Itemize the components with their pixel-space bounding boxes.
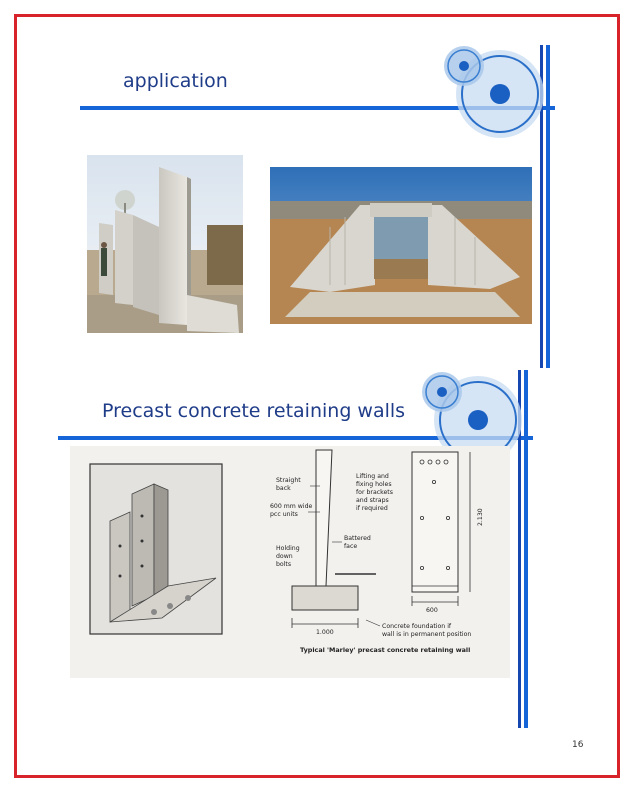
vertical-rule-bottom-right xyxy=(524,370,528,728)
title-underline-bottom xyxy=(58,436,533,440)
label-battered-2: face xyxy=(344,543,357,550)
label-lifting-2: fixing holes xyxy=(356,481,392,488)
decorative-circles-icon xyxy=(422,372,522,464)
label-lifting-4: and straps xyxy=(356,497,389,504)
label-holding-2: down xyxy=(276,553,293,560)
label-foundation-2: wall is in permanent position xyxy=(382,631,471,638)
label-holding-1: Holding xyxy=(276,545,300,552)
page-number: 16 xyxy=(572,740,584,750)
dimension-base: 1.000 xyxy=(316,629,334,636)
vertical-rule-top-left xyxy=(540,45,543,368)
label-lifting-1: Lifting and xyxy=(356,473,389,480)
label-lifting-5: if required xyxy=(356,505,388,512)
dimension-width: 600 xyxy=(426,607,438,614)
decorative-circles-icon xyxy=(444,46,544,138)
label-units-2: pcc units xyxy=(270,511,298,518)
page-border xyxy=(14,14,620,778)
section-title-application: application xyxy=(123,70,228,92)
section-title-precast-walls: Precast concrete retaining walls xyxy=(102,400,406,422)
photo-precast-wall-units xyxy=(87,155,243,333)
label-battered-1: Battered xyxy=(344,535,371,542)
label-units-1: 600 mm wide xyxy=(270,503,313,510)
retaining-wall-diagram: Straight back 600 mm wide pcc units Hold… xyxy=(70,446,510,678)
dimension-height: 2.130 xyxy=(477,508,484,526)
label-lifting-3: for brackets xyxy=(356,489,393,496)
photo-culvert-headwall xyxy=(270,167,532,324)
vertical-rule-top-right xyxy=(546,45,550,368)
label-foundation-1: Concrete foundation if xyxy=(382,623,452,630)
vertical-rule-bottom-left xyxy=(518,370,521,728)
label-straight-back-1: Straight xyxy=(276,477,301,484)
label-straight-back-2: back xyxy=(276,485,291,492)
title-underline-top xyxy=(80,106,555,110)
diagram-caption: Typical 'Marley' precast concrete retain… xyxy=(300,646,470,654)
label-holding-3: bolts xyxy=(276,561,291,568)
